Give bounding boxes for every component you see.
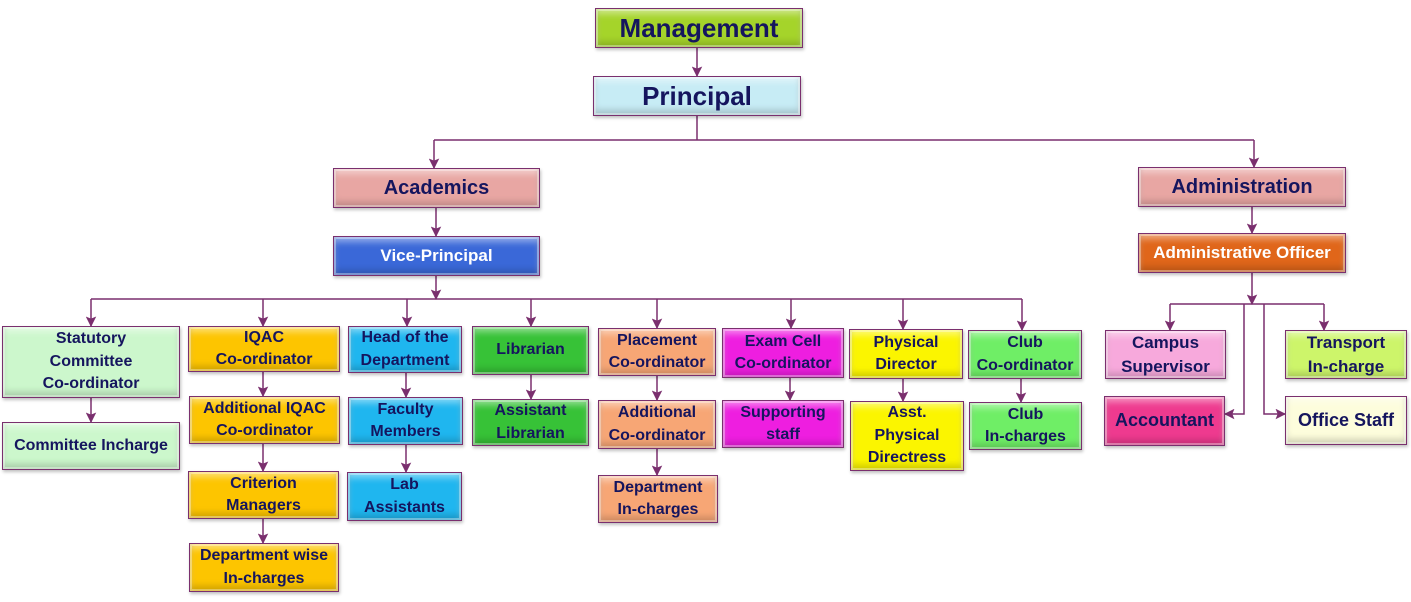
node-office-staff: Office Staff	[1285, 396, 1407, 445]
node-additional-iqac-coordinator: Additional IQAC Co-ordinator	[189, 396, 340, 444]
node-committee-incharge: Committee Incharge	[2, 422, 180, 470]
node-administrative-officer: Administrative Officer	[1138, 233, 1346, 273]
node-head-of-department: Head of the Department	[348, 326, 462, 373]
node-club-coordinator: Club Co-ordinator	[968, 330, 1082, 379]
node-lab-assistants: Lab Assistants	[347, 472, 462, 521]
node-assistant-librarian: Assistant Librarian	[472, 399, 589, 446]
node-vice-principal: Vice-Principal	[333, 236, 540, 276]
node-club-incharges: Club In-charges	[969, 402, 1082, 450]
node-academics: Academics	[333, 168, 540, 208]
node-department-wise-incharges: Department wise In-charges	[189, 543, 339, 592]
node-administration: Administration	[1138, 167, 1346, 207]
node-asst-physical-directress: Asst. Physical Directress	[850, 401, 964, 471]
node-transport-incharge: Transport In-charge	[1285, 330, 1407, 379]
connector-to-accountant	[1223, 304, 1245, 420]
node-campus-supervisor: Campus Supervisor	[1105, 330, 1226, 379]
node-management: Management	[595, 8, 803, 48]
node-faculty-members: Faculty Members	[348, 397, 463, 445]
node-additional-coordinator: Additional Co-ordinator	[598, 400, 716, 449]
node-department-incharges: Department In-charges	[598, 475, 718, 523]
node-exam-cell-coordinator: Exam Cell Co-ordinator	[722, 328, 844, 378]
node-accountant: Accountant	[1104, 396, 1225, 446]
node-principal: Principal	[593, 76, 801, 116]
node-iqac-coordinator: IQAC Co-ordinator	[188, 326, 340, 372]
connector-to-office-staff	[1263, 304, 1287, 420]
node-placement-coordinator: Placement Co-ordinator	[598, 328, 716, 376]
node-supporting-staff: Supporting staff	[722, 400, 844, 448]
node-physical-director: Physical Director	[849, 329, 963, 379]
node-criterion-managers: Criterion Managers	[188, 471, 339, 519]
node-statutory-committee-coordinator: Statutory Committee Co-ordinator	[2, 326, 180, 398]
node-librarian: Librarian	[472, 326, 589, 375]
